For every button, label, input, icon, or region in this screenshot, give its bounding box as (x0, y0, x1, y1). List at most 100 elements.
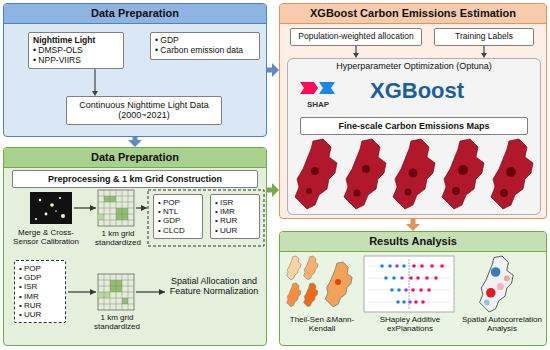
grid-image (104, 196, 116, 202)
shap-logo-icon (300, 82, 335, 94)
shap-plot-thumbnail (411, 288, 415, 292)
grid-image (98, 292, 110, 298)
panel: XGBoost Carbon Emissions EstimationPopul… (279, 3, 547, 219)
shap-plot-thumbnail (420, 264, 424, 268)
emission-map (311, 167, 319, 175)
arrowhead (481, 53, 487, 58)
emission-map (295, 139, 337, 209)
box-text: • RUR (19, 301, 61, 310)
grid-image (110, 280, 122, 292)
grid-image (122, 298, 128, 304)
step-label-holder: Spatial Allocation and Feature Normaliza… (168, 276, 260, 297)
satellite-image (30, 192, 72, 224)
trend-maps-thumbnail (287, 283, 301, 307)
panel-title: Data Preparation (4, 4, 266, 24)
emission-map (393, 139, 435, 209)
emission-map (354, 190, 361, 197)
satellite-image (55, 210, 57, 212)
shap-plot-thumbnail (404, 288, 408, 292)
box-text: • GDP (155, 36, 255, 46)
output-box: Fine-scale Carbon Emissions Maps (300, 117, 528, 135)
grid-image (98, 214, 104, 220)
emission-map (344, 139, 386, 209)
connector-line (267, 68, 273, 73)
connector-line (355, 46, 356, 54)
autocorrelation-map-thumbnail (497, 283, 504, 290)
connector-line (411, 219, 416, 225)
emission-map (442, 139, 484, 209)
result-caption: Spatial Autocorrelation Analysis (460, 315, 544, 333)
step-label: 1 km grid standardized (90, 229, 146, 247)
logo-text-holder: XGBoost (370, 78, 530, 103)
box-text: Hyperparameter Optimization (Optuna) (292, 61, 536, 71)
grid-image (98, 190, 134, 226)
emission-map (306, 188, 312, 194)
emission-map (452, 187, 460, 195)
shap-plot-thumbnail (414, 300, 418, 304)
grid-image (98, 274, 134, 310)
autocorrelation-map-thumbnail (504, 276, 510, 282)
shap-plot-thumbnail (419, 288, 423, 292)
box-text: • Carbon emission data (155, 46, 255, 56)
shap-plot-thumbnail (427, 288, 431, 292)
emission-map (506, 167, 516, 177)
arrowhead (406, 224, 420, 231)
shap-plot-thumbnail (364, 256, 454, 312)
input-box: Nighttime Light• DMSP-OLS• NPP-VIIRS (28, 32, 124, 69)
step-label-holder: 1 km grid standardized (90, 229, 146, 247)
shap-plot-thumbnail (392, 276, 396, 280)
emission-map (344, 139, 386, 209)
shap-plot-thumbnail (388, 264, 392, 268)
panel-title: XGBoost Carbon Emissions Estimation (280, 4, 546, 24)
arrowhead (353, 53, 359, 58)
shap-plot-thumbnail (380, 264, 384, 268)
variable-list-box: • POP• GDP• ISR• IMR• RUR• UUR (14, 260, 66, 323)
panel-title: Data Preparation (4, 148, 266, 168)
box-text: • ISR (19, 282, 61, 291)
trend-maps-thumbnail (304, 256, 318, 280)
section-title-box: Preprocessing & 1 km Grid Construction (12, 170, 258, 188)
trend-maps-thumbnail (304, 256, 318, 280)
trend-maps-thumbnail (287, 256, 301, 280)
step-label: 1 km grid standardized (86, 313, 148, 331)
dashed-group-outline (148, 190, 264, 246)
autocorrelation-map-thumbnail (484, 300, 490, 306)
emission-map (405, 189, 412, 196)
shap-plot-thumbnail (412, 264, 416, 268)
trend-maps-thumbnail (304, 283, 318, 307)
shap-plot-thumbnail (397, 288, 401, 292)
trend-maps-thumbnail (304, 283, 318, 307)
satellite-image (59, 197, 61, 199)
connector (481, 46, 487, 58)
logo-text: XGBoost (370, 78, 530, 103)
box-text: • UUR (215, 226, 255, 235)
result-caption-holder: Spatial Autocorrelation Analysis (460, 315, 544, 333)
connector (406, 219, 420, 231)
box-text: • NTL (158, 207, 198, 216)
box-text: Fine-scale Carbon Emissions Maps (305, 121, 523, 131)
shap-plot-thumbnail (384, 276, 388, 280)
process-box: Training Labels (434, 28, 534, 46)
connector (128, 137, 142, 147)
box-text: Preprocessing & 1 km Grid Construction (17, 174, 253, 184)
flow-arrow (136, 291, 165, 292)
flow-arrow (68, 208, 165, 292)
shap-logo-icon (300, 82, 318, 94)
box-text: • CLCD (158, 226, 198, 235)
box-text: • POP (19, 264, 61, 273)
connector (92, 69, 98, 96)
shap-plot-thumbnail (390, 288, 394, 292)
box-text: Training Labels (439, 32, 529, 42)
emission-map (393, 139, 435, 209)
shap-plot-thumbnail (416, 276, 420, 280)
shap-plot-thumbnail (395, 264, 399, 268)
shap-plot-thumbnail (409, 259, 410, 309)
emission-map (491, 139, 533, 209)
shap-plot-thumbnail (400, 276, 404, 280)
shap-plot-thumbnail (396, 300, 400, 304)
autocorrelation-map-thumbnail (480, 256, 514, 312)
emission-map (362, 165, 370, 173)
satellite-image (61, 214, 65, 218)
box-text: • DMSP-OLS (33, 46, 119, 56)
